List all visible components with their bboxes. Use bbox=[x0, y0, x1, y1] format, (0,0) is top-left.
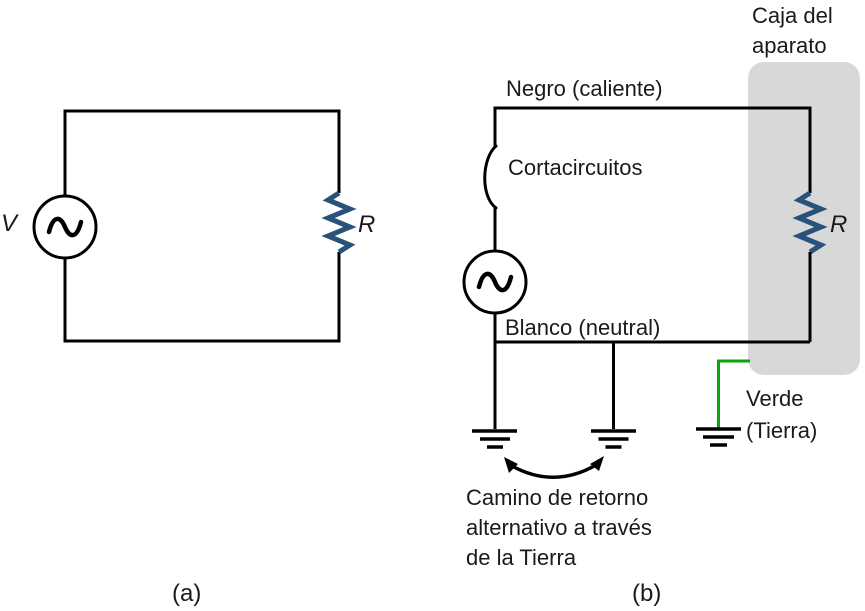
resistor-label-b: R bbox=[830, 211, 848, 238]
ac-sine-icon-b bbox=[476, 271, 514, 293]
ground-symbol-source bbox=[472, 429, 517, 449]
breaker-label: Cortacircuitos bbox=[508, 155, 643, 180]
circuit-a-upper-wire bbox=[63, 109, 341, 196]
hot-wire bbox=[493, 106, 812, 193]
panel-a-caption: (a) bbox=[172, 580, 202, 607]
return-path-arrowhead-left bbox=[504, 457, 518, 473]
neutral-wire-label: Blanco (neutral) bbox=[505, 315, 661, 340]
panel-b-caption: (b) bbox=[632, 580, 662, 607]
resistor-a-zigzag bbox=[321, 190, 357, 255]
return-path-label: Camino de retorno alternativo a través d… bbox=[466, 485, 652, 570]
circuit-a-lower-wire bbox=[63, 252, 341, 343]
green-ground-wire bbox=[717, 359, 750, 428]
resistor-label-a: R bbox=[358, 211, 376, 238]
hot-wire-label: Negro (caliente) bbox=[506, 76, 663, 101]
ac-sine-icon-a bbox=[46, 216, 84, 238]
ground-symbol-green bbox=[696, 427, 741, 447]
appliance-case-label: Caja del aparato bbox=[752, 3, 833, 58]
green-wire-label: Verde (Tierra) bbox=[746, 386, 818, 443]
voltage-source-label-a: V bbox=[1, 210, 18, 237]
ground-symbol-neutral bbox=[591, 429, 636, 449]
return-path-arrow bbox=[511, 463, 597, 479]
return-path-arrowhead-right bbox=[590, 456, 604, 471]
breaker-arc bbox=[483, 144, 498, 210]
resistor-b-zigzag bbox=[792, 190, 828, 255]
